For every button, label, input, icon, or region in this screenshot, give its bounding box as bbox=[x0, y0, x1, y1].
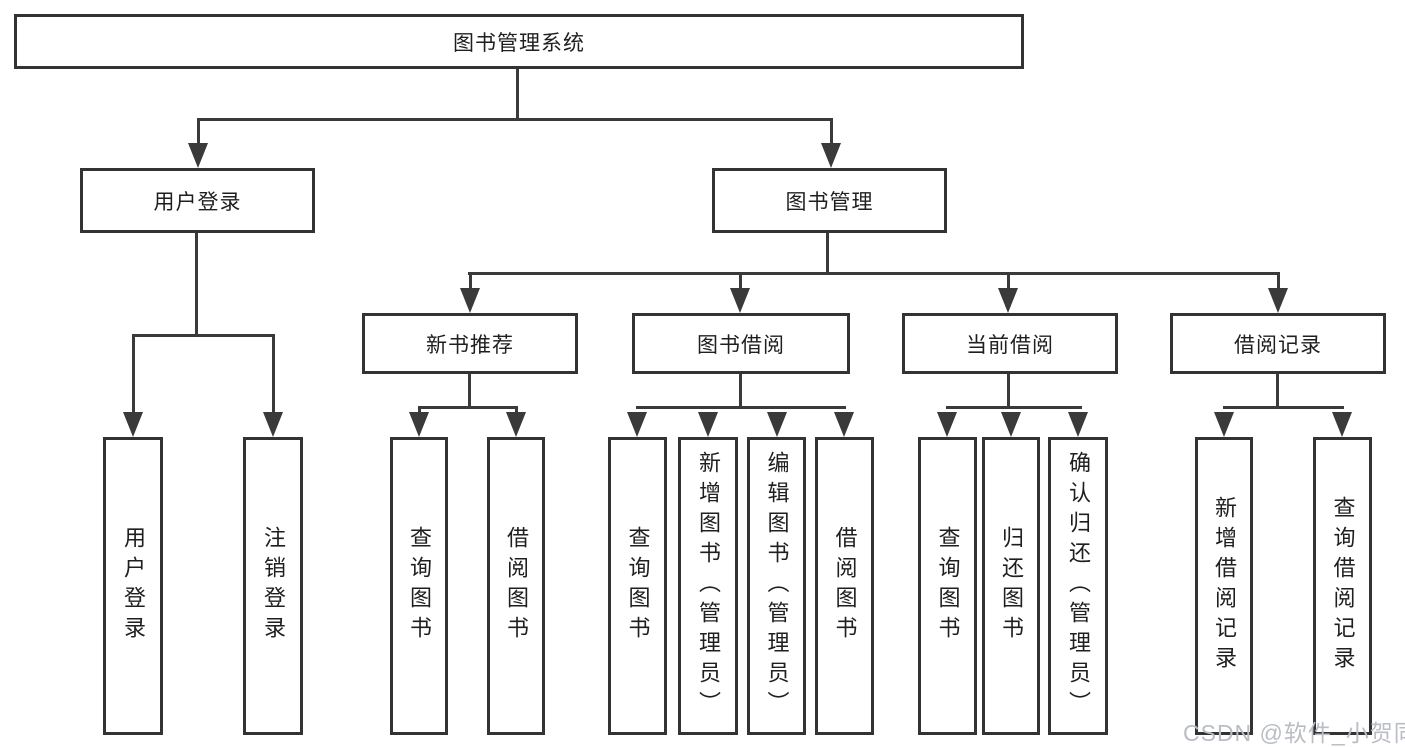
arrow-down-icon bbox=[188, 143, 208, 168]
connector-line bbox=[468, 374, 471, 408]
node-root-label: 图书管理系统 bbox=[453, 31, 585, 55]
csdn-watermark: CSDN @软件_小贺同学 bbox=[1183, 720, 1405, 746]
connector-line bbox=[272, 334, 275, 414]
leaf-logout: 注销登录 bbox=[243, 437, 303, 735]
arrow-down-icon bbox=[460, 288, 480, 313]
connector-line bbox=[739, 374, 742, 408]
node-current-borrow: 当前借阅 bbox=[902, 313, 1118, 374]
leaf-label: 新增图书（管理员） bbox=[696, 451, 721, 721]
leaf-borrow-books-recommend: 借阅图书 bbox=[487, 437, 545, 735]
connector-line bbox=[469, 272, 472, 293]
connector-line bbox=[418, 406, 421, 416]
connector-line bbox=[636, 406, 846, 409]
leaf-query-books-recommend: 查询图书 bbox=[390, 437, 448, 735]
arrow-down-icon bbox=[1332, 412, 1352, 437]
leaf-add-borrow-record: 新增借阅记录 bbox=[1195, 437, 1253, 735]
connector-line bbox=[132, 334, 135, 414]
arrow-down-icon bbox=[937, 412, 957, 437]
connector-line bbox=[197, 118, 200, 148]
leaf-query-books-current: 查询图书 bbox=[918, 437, 977, 735]
leaf-label: 新增借阅记录 bbox=[1212, 496, 1237, 676]
arrow-down-icon bbox=[1068, 412, 1088, 437]
connector-line bbox=[515, 406, 518, 416]
node-user-login-label: 用户登录 bbox=[153, 190, 242, 214]
leaf-user-login-label: 用户登录 bbox=[121, 526, 146, 646]
leaf-edit-books-admin: 编辑图书（管理员） bbox=[747, 437, 806, 735]
leaf-user-login: 用户登录 bbox=[103, 437, 163, 735]
connector-line bbox=[418, 406, 518, 409]
arrow-down-icon bbox=[506, 412, 526, 437]
node-book-management-label: 图书管理 bbox=[785, 190, 874, 214]
arrow-down-icon bbox=[409, 412, 429, 437]
leaf-label: 确认归还（管理员） bbox=[1066, 451, 1091, 721]
connector-line bbox=[826, 233, 829, 274]
node-borrow-records: 借阅记录 bbox=[1170, 313, 1386, 374]
node-root: 图书管理系统 bbox=[14, 14, 1024, 69]
leaf-borrow-books: 借阅图书 bbox=[815, 437, 874, 735]
leaf-label: 借阅图书 bbox=[504, 526, 529, 646]
arrow-down-icon bbox=[730, 288, 750, 313]
arrow-down-icon bbox=[627, 412, 647, 437]
connector-line bbox=[1276, 374, 1279, 408]
arrow-down-icon bbox=[698, 412, 718, 437]
arrow-down-icon bbox=[998, 288, 1018, 313]
leaf-label: 查询图书 bbox=[407, 526, 432, 646]
leaf-label: 查询图书 bbox=[625, 526, 651, 646]
node-book-borrow-label: 图书借阅 bbox=[697, 333, 785, 357]
node-book-management: 图书管理 bbox=[712, 168, 947, 233]
connector-line bbox=[830, 118, 833, 148]
leaf-confirm-return-admin: 确认归还（管理员） bbox=[1048, 437, 1108, 735]
arrow-down-icon bbox=[123, 412, 143, 437]
leaf-label: 借阅图书 bbox=[832, 526, 858, 646]
arrow-down-icon bbox=[767, 412, 787, 437]
connector-line bbox=[739, 272, 742, 293]
connector-line bbox=[468, 272, 1280, 275]
leaf-query-borrow-record: 查询借阅记录 bbox=[1313, 437, 1372, 735]
node-book-borrow: 图书借阅 bbox=[632, 313, 850, 374]
node-new-book-recommend-label: 新书推荐 bbox=[426, 333, 514, 357]
leaf-add-books-admin: 新增图书（管理员） bbox=[678, 437, 738, 735]
connector-line bbox=[195, 233, 198, 336]
leaf-return-books: 归还图书 bbox=[982, 437, 1040, 735]
leaf-label: 查询借阅记录 bbox=[1330, 496, 1356, 676]
node-new-book-recommend: 新书推荐 bbox=[362, 313, 578, 374]
leaf-logout-label: 注销登录 bbox=[261, 526, 286, 646]
connector-line bbox=[197, 118, 833, 121]
connector-line bbox=[1007, 272, 1010, 293]
connector-line bbox=[516, 69, 519, 120]
arrow-down-icon bbox=[263, 412, 283, 437]
node-user-login: 用户登录 bbox=[80, 168, 315, 233]
arrow-down-icon bbox=[1214, 412, 1234, 437]
node-current-borrow-label: 当前借阅 bbox=[966, 333, 1054, 357]
node-borrow-records-label: 借阅记录 bbox=[1234, 333, 1322, 357]
leaf-query-books-borrow: 查询图书 bbox=[608, 437, 667, 735]
connector-line bbox=[1007, 374, 1010, 408]
leaf-label: 编辑图书（管理员） bbox=[764, 451, 790, 721]
arrow-down-icon bbox=[1001, 412, 1021, 437]
connector-line bbox=[1277, 272, 1280, 293]
connector-line bbox=[946, 406, 1082, 409]
arrow-down-icon bbox=[1268, 288, 1288, 313]
leaf-label: 归还图书 bbox=[999, 526, 1024, 646]
connector-line bbox=[132, 334, 275, 337]
leaf-label: 查询图书 bbox=[935, 526, 961, 646]
arrow-down-icon bbox=[821, 143, 841, 168]
arrow-down-icon bbox=[834, 412, 854, 437]
connector-line bbox=[1223, 406, 1344, 409]
